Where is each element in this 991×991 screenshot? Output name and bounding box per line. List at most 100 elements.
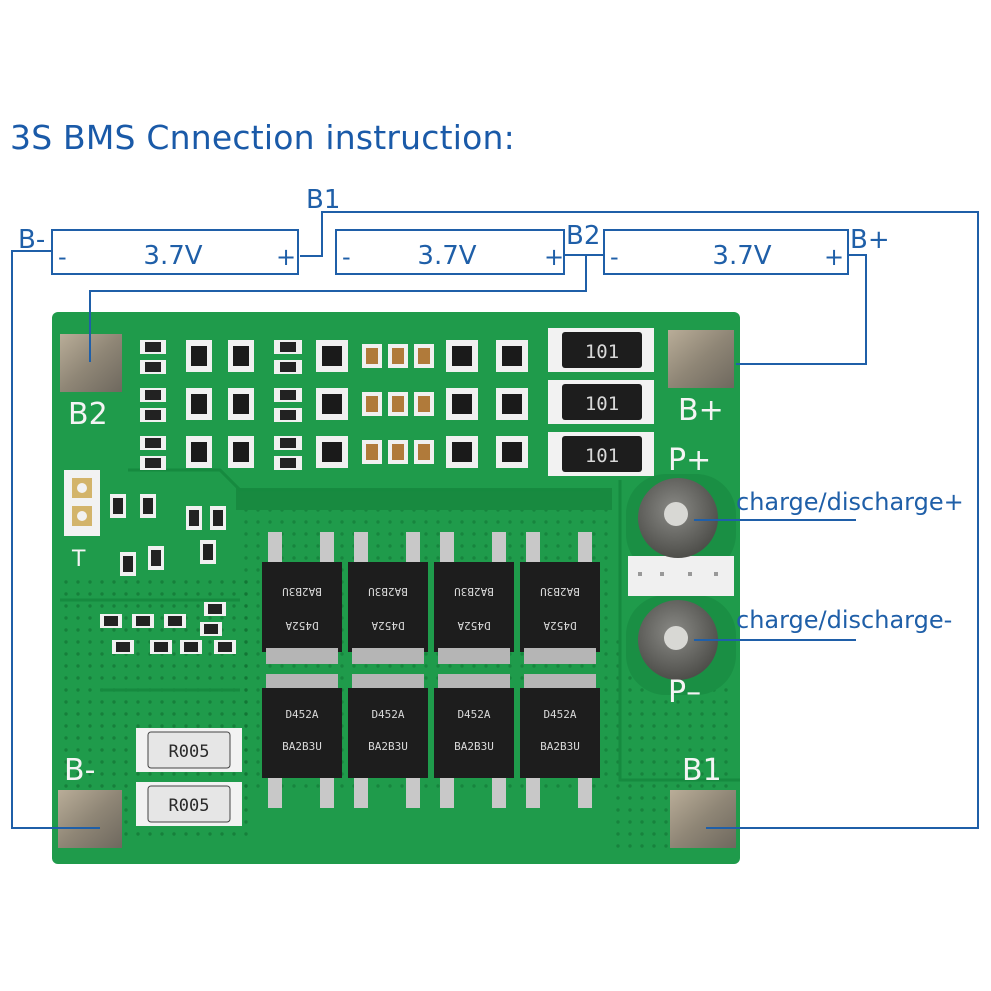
mosfet-lead — [440, 532, 454, 562]
smd-part-body — [151, 550, 161, 566]
sense-resistor-label: R005 — [169, 796, 210, 816]
mosfet-body — [262, 688, 342, 778]
mosfet-lead — [268, 778, 282, 808]
callout-charge-discharge-plus: charge/discharge+ — [736, 488, 964, 516]
mosfet-body — [520, 562, 600, 652]
board-label-p-minus: P– — [668, 675, 701, 710]
wire-b-minus — [11, 250, 100, 829]
mosfet-label: D452A — [543, 708, 576, 721]
trace — [128, 468, 600, 492]
trace — [618, 480, 740, 782]
board-label-b2: B2 — [68, 397, 108, 432]
cell-minus-terminal: - — [610, 243, 619, 271]
mosfet-lead — [354, 778, 368, 808]
mosfet-lead — [578, 532, 592, 562]
cell-minus-terminal: - — [342, 243, 351, 271]
mosfet-body — [520, 688, 600, 778]
wire-b-plus — [736, 254, 867, 365]
capacitor — [366, 396, 378, 412]
board-label-b1: B1 — [682, 753, 722, 788]
cell-voltage: 3.7V — [417, 241, 476, 271]
smd-part-body — [116, 642, 130, 652]
mosfet-label: D452A — [457, 708, 490, 721]
smd-part-body — [218, 642, 232, 652]
cell-3: - 3.7V + — [603, 229, 849, 275]
cell-1: - 3.7V + — [51, 229, 299, 275]
mosfet-body — [348, 688, 428, 778]
mosfet-tab — [266, 648, 338, 664]
pad-b-plus — [668, 330, 734, 388]
smd-part-body — [104, 616, 118, 626]
mosfet-lead — [320, 778, 334, 808]
mosfet-label: D452A — [285, 708, 318, 721]
ic-chip — [452, 346, 472, 366]
ic-chip — [322, 394, 342, 414]
sense-resistors-r005: R005 R005 — [136, 728, 242, 826]
mosfet-label: D452A — [285, 619, 318, 632]
mosfet-label: BA2B3U — [540, 740, 580, 753]
board-label-b-plus: B+ — [678, 393, 724, 428]
mosfet-label: BA2B3U — [454, 585, 494, 598]
smd-resistor-body — [145, 458, 161, 468]
ic-chip — [452, 394, 472, 414]
smd-part-body — [168, 616, 182, 626]
mosfet-label: BA2B3U — [540, 585, 580, 598]
sot23-chip — [233, 442, 249, 462]
smd-part-body — [143, 498, 153, 514]
mosfet-label: D452A — [543, 619, 576, 632]
mosfet-array: BA2B3UD452AD452ABA2B3UBA2B3UD452AD452ABA… — [262, 532, 600, 808]
mosfet-body — [262, 562, 342, 652]
page-title: 3S BMS Cnnection instruction: — [10, 118, 515, 157]
mosfet-tab — [524, 648, 596, 664]
mosfet-lead — [406, 778, 420, 808]
ic-chip — [502, 346, 522, 366]
callout-charge-discharge-minus: charge/discharge- — [736, 606, 952, 634]
smd-part-body — [280, 390, 296, 400]
pad-b-minus — [58, 790, 122, 848]
board-label-p-plus: P+ — [668, 443, 711, 478]
mosfet-lead — [578, 778, 592, 808]
capacitor — [366, 348, 378, 364]
mosfet-label: D452A — [371, 619, 404, 632]
smd-resistor-body — [145, 410, 161, 420]
capacitor — [366, 444, 378, 460]
wire-label-b1: B1 — [306, 185, 340, 215]
silkscreen-block — [628, 556, 734, 596]
smd-part-body — [280, 410, 296, 420]
cell-plus-terminal: + — [824, 243, 844, 271]
pcb-board: 101 101 101 R005 R005 BA2B3UD452AD452ABA… — [52, 312, 740, 864]
capacitor — [392, 348, 404, 364]
mosfet-lead — [526, 778, 540, 808]
sense-resistor-label: R005 — [169, 742, 210, 762]
capacitor — [418, 348, 430, 364]
board-label-t: T — [71, 547, 86, 572]
wire-b1 — [300, 211, 979, 829]
wire-label-b-minus: B- — [18, 225, 45, 255]
wire-label-b2: B2 — [566, 221, 600, 251]
mosfet-tab — [352, 674, 424, 690]
ic-chip — [322, 442, 342, 462]
smd-part-body — [204, 624, 218, 634]
sot23-chip — [191, 346, 207, 366]
mosfet-lead — [320, 532, 334, 562]
mosfet-body — [434, 562, 514, 652]
cell-body — [335, 229, 565, 275]
smd-part-body — [280, 458, 296, 468]
mosfet-tab — [438, 648, 510, 664]
cell-voltage: 3.7V — [712, 241, 771, 271]
ic-chip — [452, 442, 472, 462]
ic-chip — [322, 346, 342, 366]
mosfet-tab — [266, 674, 338, 690]
mosfet-lead — [406, 532, 420, 562]
smd-part-body — [123, 556, 133, 572]
board-label-b-minus: B- — [64, 753, 95, 788]
smd-part-body — [208, 604, 222, 614]
smd-part-body — [154, 642, 168, 652]
smd-resistor-body — [145, 438, 161, 448]
smd-resistor-body — [145, 342, 161, 352]
mosfet-lead — [492, 532, 506, 562]
mosfet-label: D452A — [457, 619, 490, 632]
mosfet-tab — [438, 674, 510, 690]
